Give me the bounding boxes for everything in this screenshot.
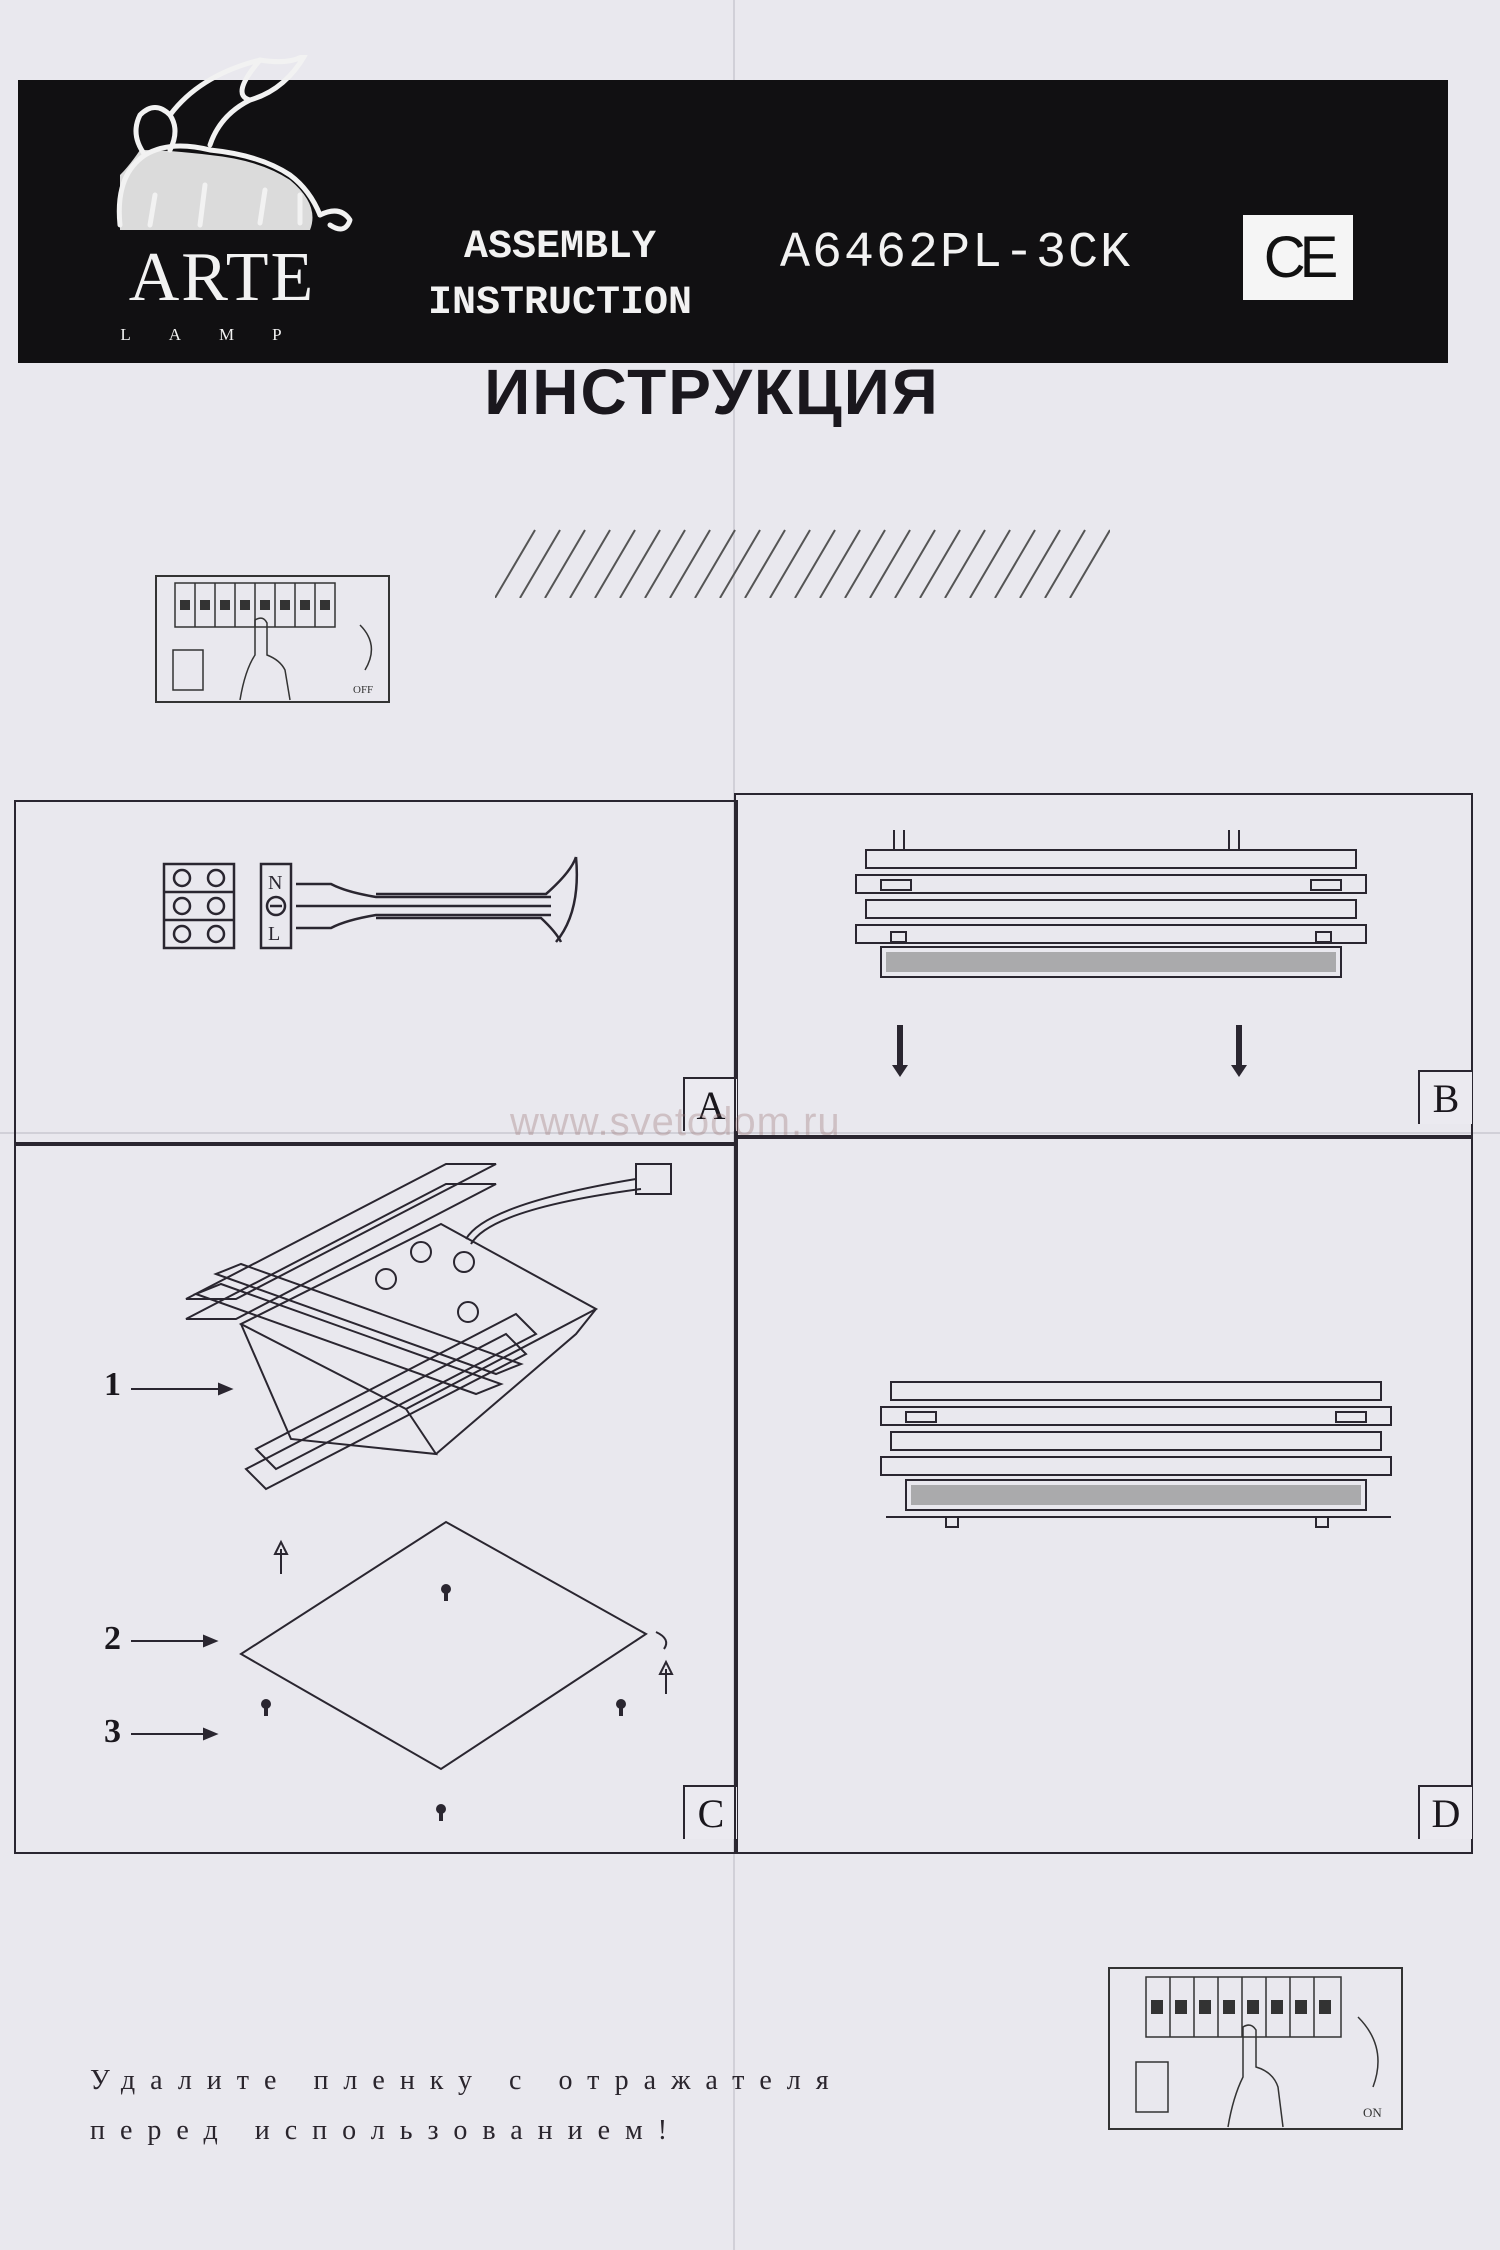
callout-1: 1 — [104, 1366, 121, 1403]
panel-label-c: C — [683, 1785, 737, 1839]
panel-d — [734, 1135, 1473, 1854]
brand-name: ARTE — [128, 239, 316, 316]
panel-a: N L — [14, 800, 738, 1146]
callout-3: 3 — [104, 1713, 121, 1750]
panel-c — [14, 1142, 738, 1854]
callout-2: 2 — [104, 1620, 121, 1657]
model-number: A6462PL-3CK — [780, 225, 1133, 282]
switch-on-label: ON — [1363, 2105, 1382, 2120]
ce-mark-badge: CE — [1243, 215, 1353, 300]
panel-label-d: D — [1418, 1785, 1472, 1839]
panel-b — [734, 793, 1473, 1139]
breaker-switch-on-icon: ON — [1108, 1967, 1403, 2130]
paper-fold-horizontal — [0, 1132, 1500, 1134]
panel-label-a: A — [683, 1077, 737, 1131]
terminal-l-label: L — [268, 923, 280, 945]
page-title: ИНСТРУКЦИЯ — [484, 356, 940, 428]
panel-label-b: B — [1418, 1070, 1472, 1124]
hatch-pattern-decoration — [495, 529, 1110, 598]
footer-warning-line-2: перед использованием! — [90, 2115, 683, 2146]
footer-warning-line-1: Удалите пленку с отражателя — [90, 2065, 844, 2096]
griffin-logo-icon — [116, 55, 353, 232]
assembly-instruction-title: ASSEMBLY INSTRUCTION — [400, 220, 720, 332]
terminal-n-label: N — [268, 872, 282, 894]
wiring-terminal-diagram: N L — [162, 856, 579, 950]
lamp-exploded-assembly — [131, 1163, 674, 1821]
assembly-line-2: INSTRUCTION — [427, 281, 693, 326]
switch-off-label: OFF — [353, 684, 373, 696]
lamp-side-view-mounting — [855, 830, 1367, 1077]
assembly-line-1: ASSEMBLY — [463, 225, 657, 270]
brand-subtitle: LAMP — [120, 325, 320, 344]
lamp-assembled-side-view — [880, 1381, 1392, 1528]
breaker-switch-off-icon: OFF — [155, 575, 390, 703]
